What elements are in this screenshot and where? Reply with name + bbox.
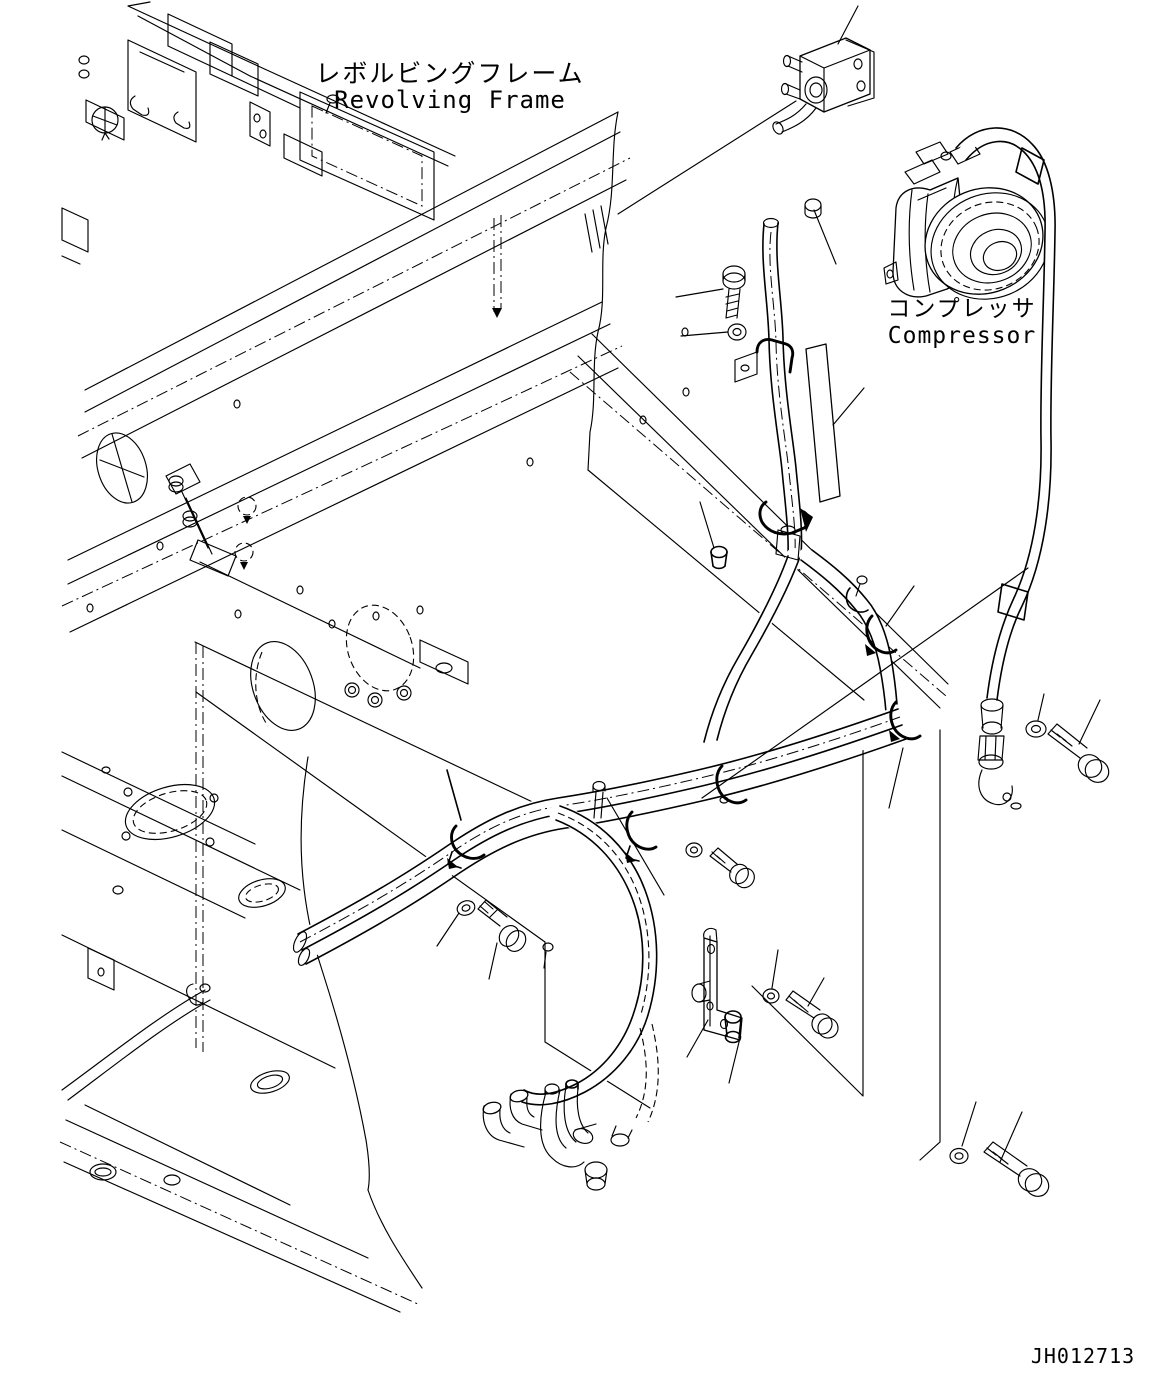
bolt (709, 847, 755, 889)
bolt (983, 1141, 1050, 1197)
washer (727, 323, 747, 341)
leader-line (606, 797, 665, 896)
leader-line (701, 567, 1029, 799)
revolving-frame-label-jp: レボルビングフレーム (315, 59, 584, 88)
nut (804, 198, 822, 219)
hose-end-fitting (977, 698, 1022, 810)
clamp-plate (805, 343, 841, 503)
leader-line (699, 501, 715, 549)
leader-line (680, 331, 729, 337)
leader-line (728, 1037, 741, 1084)
leader-line (488, 942, 498, 980)
drawing-number: JH012713 (1031, 1344, 1135, 1368)
bolt (722, 265, 746, 319)
compressor-label-jp: コンプレッサ (887, 296, 1036, 322)
leader-line (961, 1101, 977, 1147)
leader-line (813, 209, 837, 265)
clamp (734, 338, 795, 383)
bolt (477, 899, 527, 952)
leader-line (436, 912, 460, 947)
clamp (447, 824, 486, 869)
bolt (785, 990, 839, 1039)
leader-line (832, 387, 865, 426)
washer (1025, 720, 1047, 738)
clamp (865, 614, 898, 656)
revolving-frame-drawing (59, 1, 949, 1313)
washer (456, 900, 476, 916)
vertical-tube (762, 217, 841, 559)
compressor-drawing (883, 141, 1050, 300)
leader-lines (436, 5, 1101, 1163)
mounting-bracket (691, 927, 743, 1044)
revolving-frame-label-en: Revolving Frame (334, 86, 566, 114)
washer (762, 988, 780, 1004)
clamp (715, 764, 748, 805)
jumper-hoses (540, 1023, 659, 1191)
leader-line (885, 585, 915, 627)
valve-assembly-drawing (772, 37, 875, 135)
leader-line (771, 949, 779, 989)
plug-cap (710, 545, 728, 570)
compressor-hose (955, 127, 1056, 810)
leader-line (1037, 693, 1045, 721)
leader-line (675, 288, 724, 298)
clamp (758, 500, 813, 536)
washer (949, 1147, 969, 1165)
clamp (889, 700, 922, 742)
compressor-label-en: Compressor (888, 323, 1036, 349)
leader-line (617, 100, 797, 215)
frame-holes (86, 327, 690, 895)
clamp (845, 575, 869, 613)
hose-harness-drawing (287, 525, 915, 1191)
leader-line (888, 747, 904, 809)
leader-line (446, 769, 462, 821)
bolt (1047, 723, 1110, 783)
leader-line (999, 1111, 1023, 1163)
hose-elbow-fittings (482, 1089, 543, 1148)
leader-line (1078, 699, 1101, 745)
washer (685, 842, 703, 858)
spacer (724, 1010, 742, 1044)
leader-line (686, 1019, 709, 1058)
leader-line (837, 5, 859, 45)
hose-clamps (447, 338, 922, 869)
leader-line (807, 977, 825, 1007)
